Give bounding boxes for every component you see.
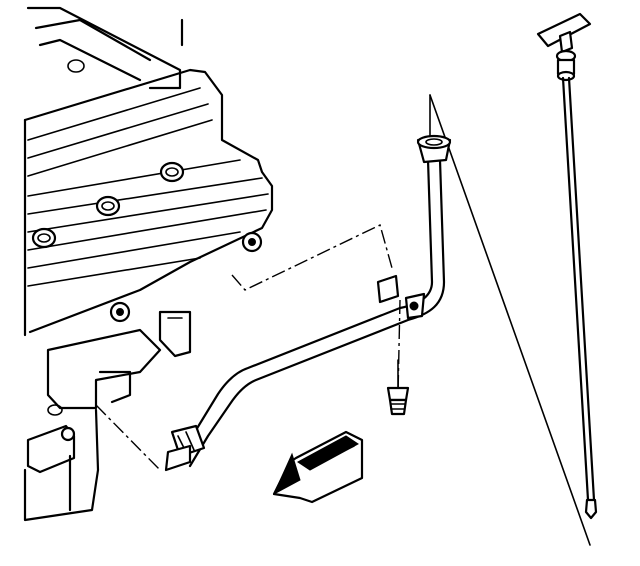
dipstick-tube <box>164 134 452 472</box>
tube-bolt <box>386 359 410 416</box>
dipstick <box>536 12 598 520</box>
engine-block <box>23 6 274 522</box>
direction-arrow <box>272 430 364 504</box>
